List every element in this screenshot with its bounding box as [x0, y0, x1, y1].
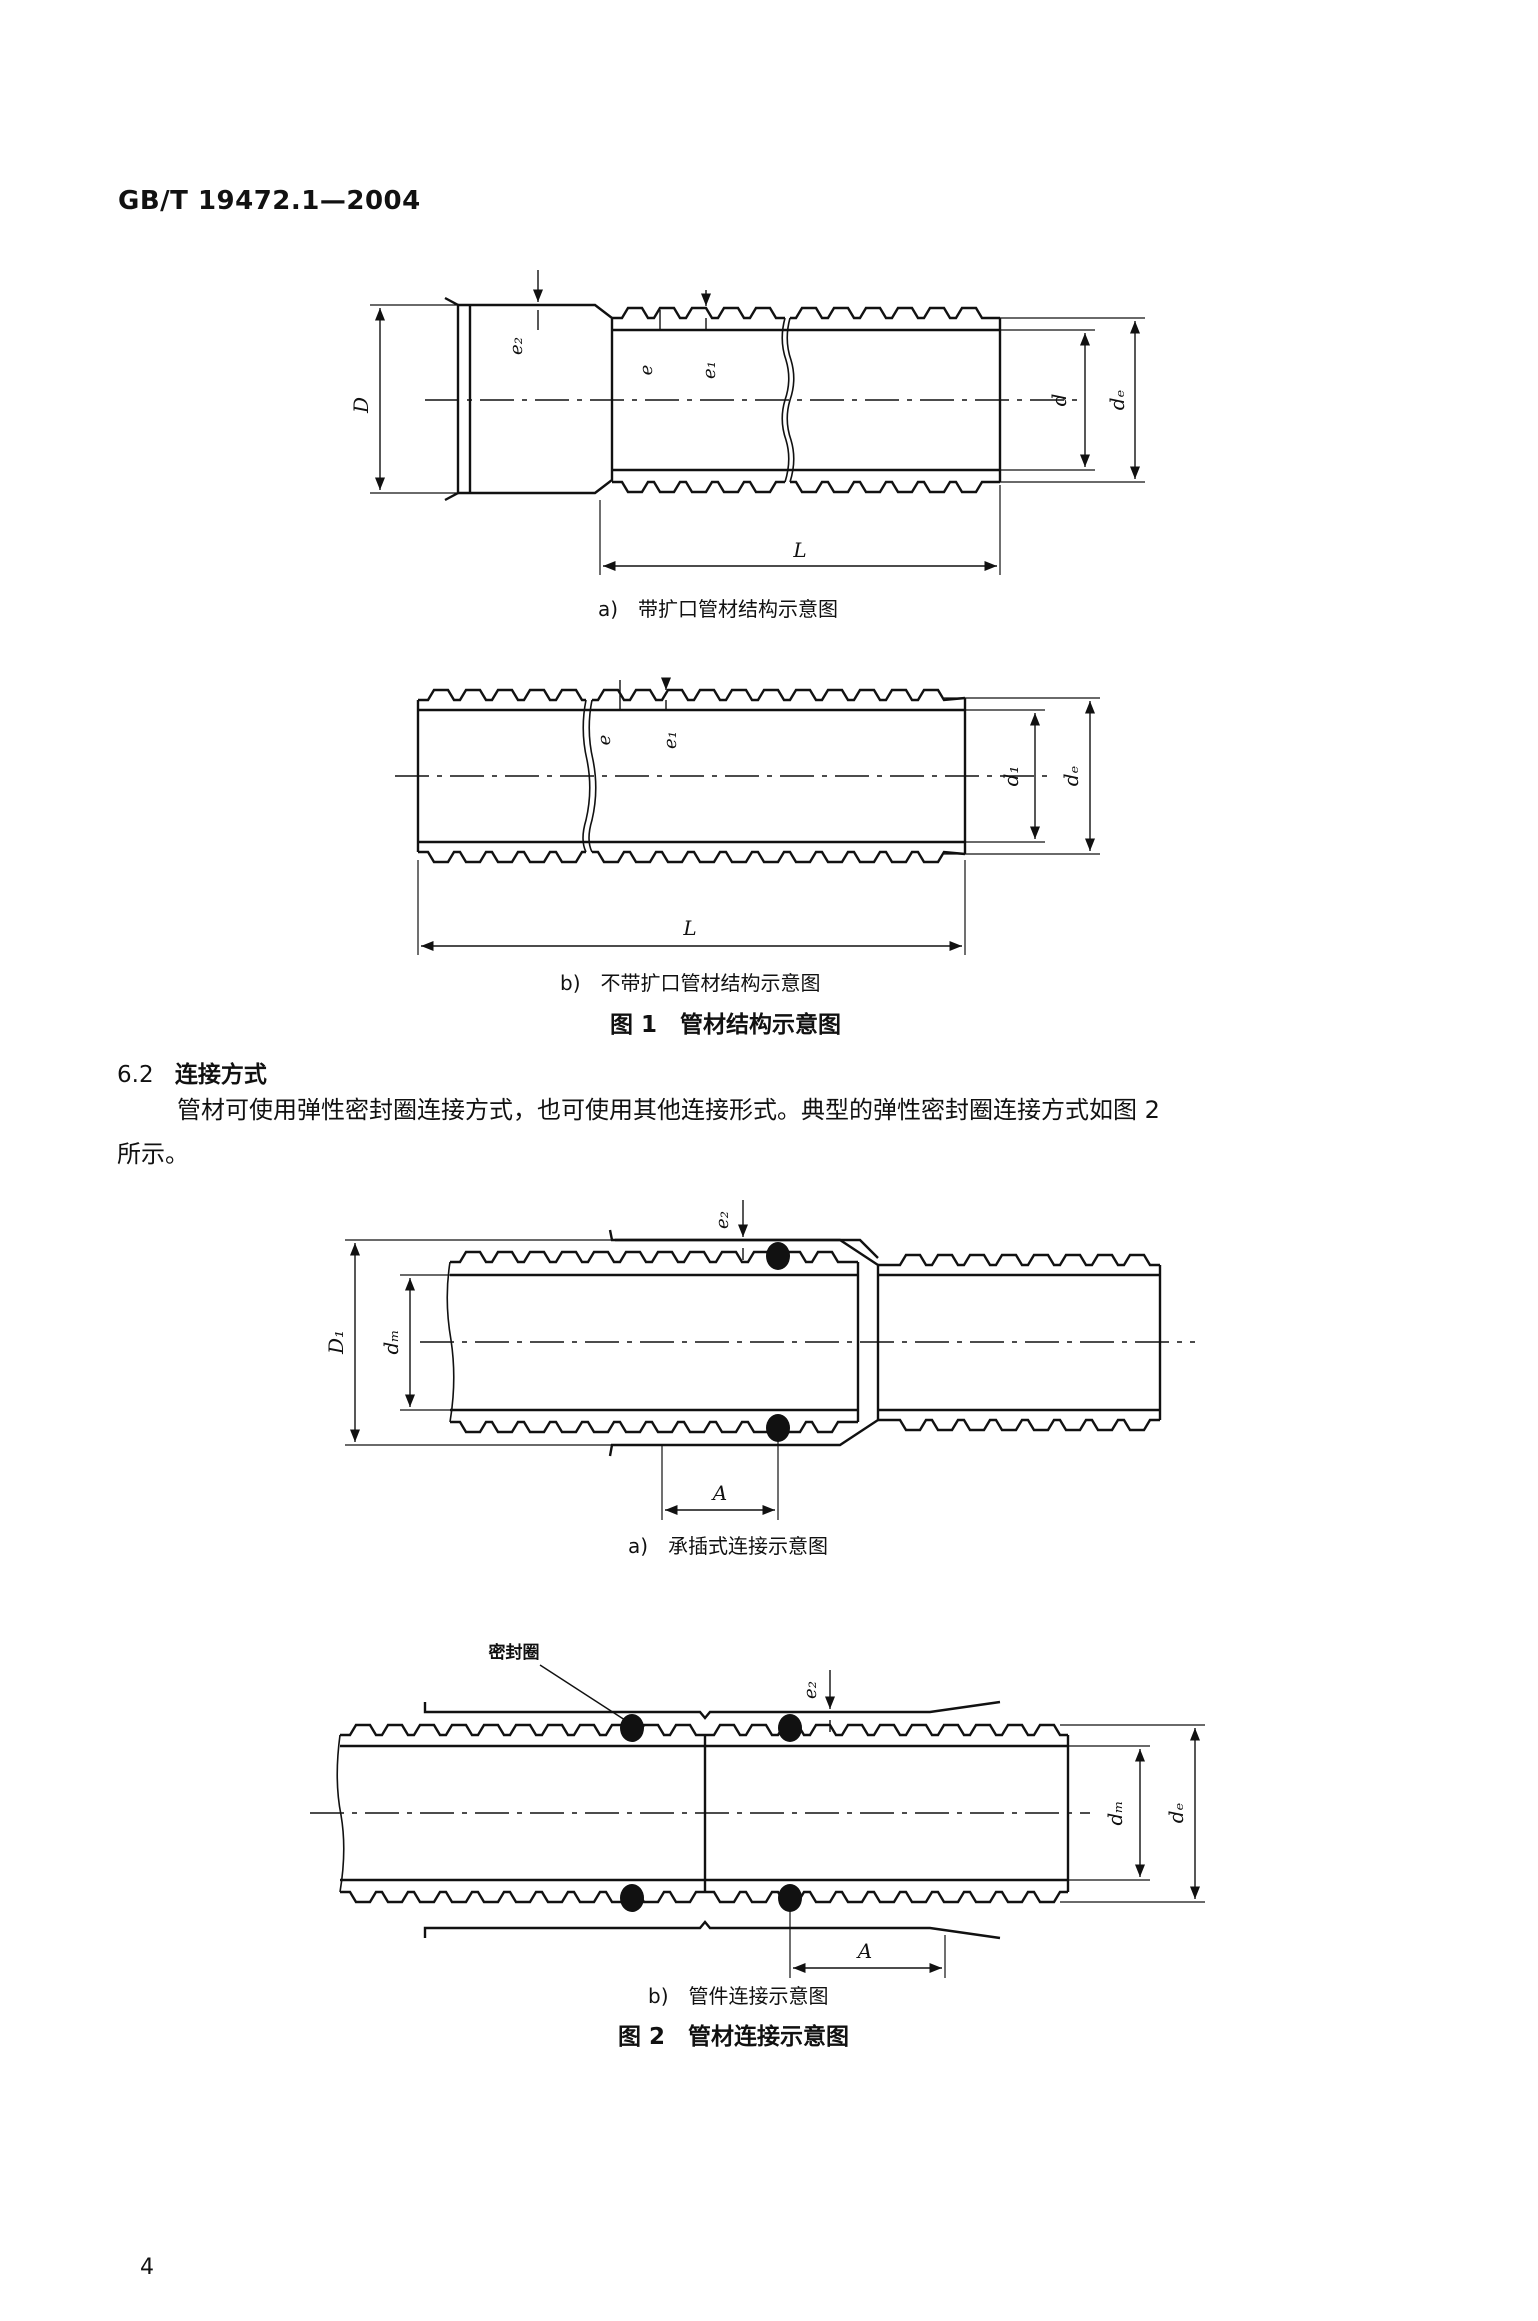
fig1a-label-D: D: [349, 397, 373, 414]
figure2a-caption: a) 承插式连接示意图: [628, 1534, 829, 1558]
fig2b-label-seal: 密封圈: [489, 1642, 540, 1663]
figure1a-drawing: [370, 270, 1145, 575]
paragraph-line-2: 所示。: [117, 1140, 189, 1168]
fig1a-label-de: dₑ: [1105, 390, 1129, 411]
figure1a-caption: a) 带扩口管材结构示意图: [598, 597, 839, 621]
section-title: 连接方式: [174, 1062, 267, 1088]
fig1a-label-L: L: [792, 538, 806, 562]
section-number: 6.2: [117, 1062, 154, 1088]
fig2a-label-dm: dₘ: [379, 1329, 403, 1354]
standard-number: GB/T 19472.1—2004: [118, 186, 421, 216]
fig1b-label-L: L: [682, 916, 696, 940]
fig1b-label-e1: e₁: [660, 731, 681, 749]
fig2a-label-D1: D₁: [324, 1330, 348, 1355]
fig2a-seal-rings: [766, 1242, 790, 1442]
fig1a-label-d: d: [1047, 394, 1071, 407]
fig1a-label-e1: e₁: [699, 361, 720, 379]
seal-ring-top: [766, 1242, 790, 1270]
fig1b-label-de: dₑ: [1059, 766, 1083, 787]
figure1b-drawing: [395, 677, 1100, 955]
fig2b-seal-rings: [620, 1714, 802, 1912]
fig2b-label-de: dₑ: [1164, 1803, 1188, 1824]
fig1b-label-e: e: [594, 735, 615, 746]
figure1-title: 图 1 管材结构示意图: [610, 1012, 842, 1038]
fig2a-label-A: A: [711, 1481, 727, 1505]
seal-ring-bottom: [766, 1414, 790, 1442]
fig2b-label-A: A: [856, 1939, 872, 1963]
figure2-title: 图 2 管材连接示意图: [618, 2024, 850, 2050]
fig2a-label-e2: e₂: [712, 1211, 733, 1229]
page-number: 4: [140, 2255, 154, 2280]
section-paragraph: 管材可使用弹性密封圈连接方式，也可使用其他连接形式。典型的弹性密封圈连接方式如图…: [117, 1088, 1417, 1176]
fig1a-label-e: e: [636, 365, 657, 376]
fig2b-label-dm: dₘ: [1103, 1800, 1127, 1825]
fig2b-label-e2: e₂: [800, 1681, 821, 1699]
paragraph-line-1: 管材可使用弹性密封圈连接方式，也可使用其他连接形式。典型的弹性密封圈连接方式如图…: [177, 1096, 1160, 1124]
section-heading: 6.2 连接方式: [117, 1055, 267, 1089]
fig1b-label-d1: d₁: [999, 766, 1023, 787]
figure1b-caption: b) 不带扩口管材结构示意图: [560, 971, 821, 995]
fig1a-label-e2: e₂: [506, 337, 527, 355]
figure2b-drawing: [310, 1664, 1205, 1978]
figure2b-caption: b) 管件连接示意图: [648, 1984, 829, 2008]
